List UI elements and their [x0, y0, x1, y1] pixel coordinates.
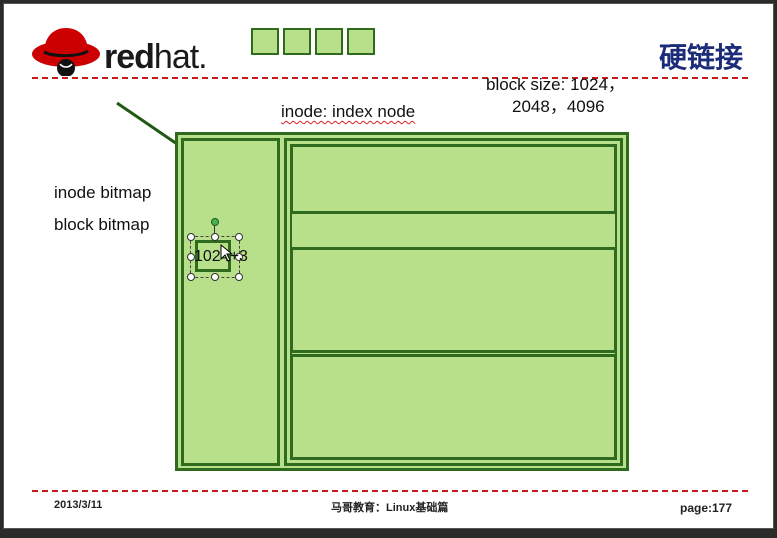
block-size-line1: block size: 1024， [486, 75, 625, 94]
inode-label: inode: index node [281, 102, 415, 122]
data-block-row [290, 247, 617, 353]
resize-handle-icon[interactable] [211, 273, 219, 281]
block-size-line2: 2048，4096 [512, 97, 605, 116]
header-rule [32, 77, 748, 79]
inode-bitmap-label: inode bitmap [54, 183, 152, 202]
rotation-stem [214, 224, 215, 236]
resize-handle-icon[interactable] [187, 233, 195, 241]
block-squares [251, 28, 375, 55]
data-block-row [290, 354, 617, 460]
block-square [251, 28, 279, 55]
resize-handle-icon[interactable] [187, 273, 195, 281]
block-square [283, 28, 311, 55]
metadata-column [181, 138, 280, 466]
arrow-icon [116, 101, 181, 148]
inode-label-text: inode: index node [281, 102, 416, 121]
resize-handle-icon[interactable] [235, 253, 243, 261]
footer-rule [32, 490, 748, 492]
resize-handle-icon[interactable] [187, 253, 195, 261]
data-area-frame [284, 138, 623, 466]
redhat-logo-text: redhat. [104, 38, 208, 77]
slide-canvas: redhat. 硬链接 block size: 1024， 2048，4096 … [4, 4, 773, 528]
footer-date: 2013/3/11 [54, 499, 103, 511]
block-size-note: block size: 1024， 2048，4096 [486, 74, 625, 118]
footer-course: 马哥教育：Linux基础篇 [331, 502, 449, 514]
footer-page-number: page:177 [680, 501, 733, 515]
selected-shape[interactable]: 1024+3 [187, 218, 248, 281]
slide-title: 硬链接 [658, 41, 743, 74]
resize-handle-icon[interactable] [211, 233, 219, 241]
redhat-logo-icon [32, 28, 100, 76]
block-square [315, 28, 343, 55]
block-bitmap-label: block bitmap [54, 215, 150, 234]
resize-handle-icon[interactable] [235, 273, 243, 281]
data-block-row [290, 144, 617, 214]
cursor-icon [220, 244, 234, 262]
logo-text-red: red [104, 38, 155, 76]
block-square [347, 28, 375, 55]
resize-handle-icon[interactable] [235, 233, 243, 241]
rotate-handle-icon[interactable] [211, 218, 219, 226]
logo-text-hat: hat. [153, 38, 208, 76]
